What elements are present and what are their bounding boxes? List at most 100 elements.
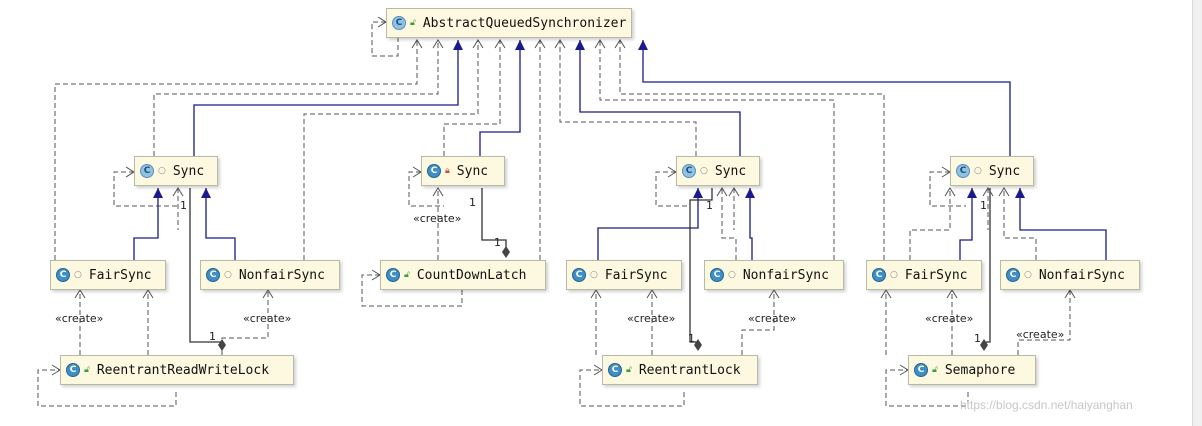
package-visibility-icon: ○ — [1024, 270, 1032, 280]
abstract-class-icon: C — [682, 164, 696, 178]
composition-diamond — [502, 246, 510, 258]
class-node-sync-cdl[interactable]: C 🔒︎ Sync — [421, 156, 505, 186]
class-node-sync-rl[interactable]: C ○ Sync — [676, 156, 760, 186]
extends-sync4-aqs — [642, 40, 1011, 156]
create-label: «create» — [748, 312, 797, 325]
arrowheads-layer — [51, 16, 1076, 376]
class-icon: C — [427, 164, 441, 178]
class-name: Semaphore — [944, 362, 1016, 378]
extends-fair3-sync3 — [597, 188, 699, 260]
class-node-fairsync-rl[interactable]: C ○ FairSync — [566, 260, 682, 290]
class-icon: C — [386, 268, 400, 282]
class-node-reentrantreadwritelock[interactable]: C 🔓︎ ReentrantReadWriteLock — [60, 355, 294, 385]
class-name: NonfairSync — [238, 267, 325, 283]
private-lock-icon: 🔒︎ — [445, 166, 450, 176]
multiplicity-label: 1 — [974, 332, 981, 345]
implements-arrowhead — [432, 39, 444, 49]
composition-diamond — [980, 339, 988, 351]
implements-arrowhead — [494, 39, 506, 49]
class-node-nonfairsync-rl[interactable]: C ○ NonfairSync — [704, 260, 844, 290]
class-node-nonfairsync-sem[interactable]: C ○ NonfairSync — [1000, 260, 1140, 290]
multiplicity-label: 1 — [180, 199, 187, 212]
class-node-sync-sem[interactable]: C ○ Sync — [950, 156, 1034, 186]
implements-arrowhead — [142, 289, 154, 299]
public-lock-icon: 🔓︎ — [932, 365, 938, 375]
multiplicity-label: 1 — [494, 236, 501, 249]
serializable-dependency — [303, 40, 479, 260]
serial-fair4 — [909, 188, 951, 260]
serializable-dependency — [559, 40, 697, 156]
composition-rl-sync3 — [689, 188, 713, 343]
class-name: FairSync — [904, 267, 968, 283]
public-lock-icon: 🔓︎ — [410, 18, 416, 28]
class-node-reentrantlock[interactable]: C 🔓︎ ReentrantLock — [602, 355, 758, 385]
implements-arrowhead — [262, 289, 274, 299]
class-name: FairSync — [88, 267, 152, 283]
class-name: Sync — [714, 163, 747, 179]
composition-rrwl-sync1 — [189, 188, 222, 343]
serializable-dependency — [153, 40, 439, 156]
implements-arrowhead — [768, 289, 780, 299]
create-label: «create» — [413, 212, 462, 225]
class-icon: C — [1006, 268, 1020, 282]
inheritance-arrowhead — [967, 188, 977, 198]
multiplicity-label: 1 — [706, 199, 713, 212]
class-node-fairsync-rrwl[interactable]: C ○ FairSync — [50, 260, 166, 290]
abstract-class-icon: C — [140, 164, 154, 178]
implements-arrowhead — [880, 289, 892, 299]
class-node-fairsync-sem[interactable]: C ○ FairSync — [866, 260, 982, 290]
package-visibility-icon: ○ — [700, 166, 708, 176]
implements-arrowhead — [172, 187, 184, 197]
serializable-dependency — [54, 40, 418, 260]
implements-arrowhead — [1064, 289, 1076, 299]
serial-nonfair3 — [721, 188, 737, 260]
composition-diamond — [694, 339, 702, 351]
class-node-aqs[interactable]: C 🔓︎ AbstractQueuedSynchronizer — [386, 8, 632, 38]
class-icon: C — [914, 363, 928, 377]
inheritance-arrowhead — [693, 188, 703, 198]
class-icon: C — [206, 268, 220, 282]
composition-cdl-sync2 — [481, 188, 507, 248]
class-name: NonfairSync — [1038, 267, 1125, 283]
class-node-sync-rrwl[interactable]: C ○ Sync — [134, 156, 218, 186]
class-name: AbstractQueuedSynchronizer — [422, 15, 627, 31]
create-label: «create» — [1016, 328, 1065, 341]
class-name: Sync — [988, 163, 1021, 179]
class-name: CountDownLatch — [416, 267, 527, 283]
class-icon: C — [56, 268, 70, 282]
implements-arrowhead — [74, 289, 86, 299]
implements-arrowhead — [594, 39, 606, 49]
serializable-dependency — [599, 40, 835, 260]
serializable-dependency — [619, 40, 885, 260]
extends-nonfair4-sync4 — [1019, 188, 1107, 260]
create-label: «create» — [243, 312, 292, 325]
inheritance-arrowhead — [1015, 188, 1025, 198]
extends-sync3-aqs — [579, 40, 741, 156]
class-name: FairSync — [604, 267, 668, 283]
cdl-self-dependency — [361, 274, 463, 307]
implements-arrowhead — [534, 39, 546, 49]
class-node-semaphore[interactable]: C 🔓︎ Semaphore — [908, 355, 1036, 385]
create-label: «create» — [627, 312, 676, 325]
package-visibility-icon: ○ — [890, 270, 898, 280]
implements-arrowhead — [411, 39, 423, 49]
inheritance-arrowhead — [201, 188, 211, 198]
extends-sync1-aqs — [193, 40, 459, 156]
implements-arrowhead — [590, 289, 602, 299]
abstract-class-icon: C — [392, 16, 406, 30]
create-label: «create» — [925, 312, 974, 325]
implements-arrowhead — [716, 187, 728, 197]
public-lock-icon: 🔓︎ — [84, 365, 90, 375]
composition-diamond — [218, 339, 226, 351]
implements-arrowhead — [472, 39, 484, 49]
class-node-nonfairsync-rrwl[interactable]: C ○ NonfairSync — [200, 260, 340, 290]
package-visibility-icon: ○ — [224, 270, 232, 280]
class-name: ReentrantReadWriteLock — [96, 362, 270, 378]
class-name: NonfairSync — [742, 267, 829, 283]
rl-self-dependency — [579, 369, 685, 407]
package-visibility-icon: ○ — [728, 270, 736, 280]
class-node-countdownlatch[interactable]: C 🔓︎ CountDownLatch — [380, 260, 546, 290]
serial-nonfair4 — [1003, 188, 1037, 260]
